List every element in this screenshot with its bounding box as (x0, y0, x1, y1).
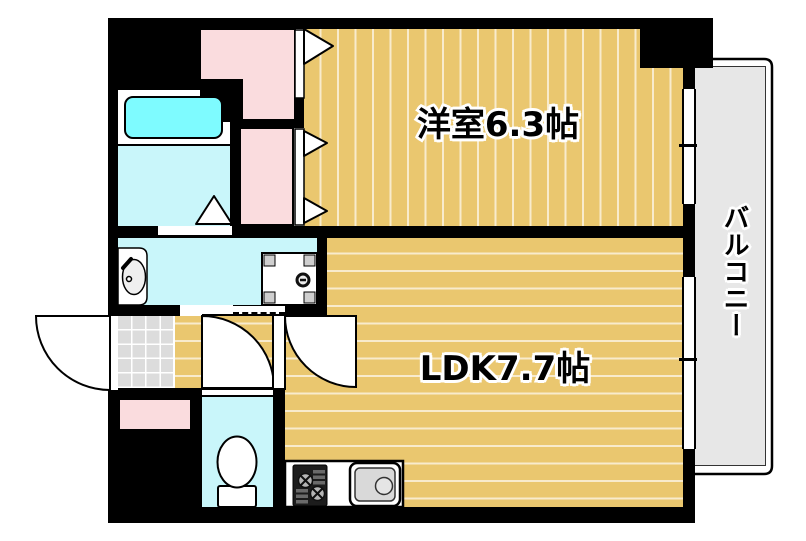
closet-lower (239, 127, 328, 226)
washroom-door-opening (180, 305, 233, 316)
window-1-rail-tick (679, 144, 697, 147)
wall-right-3 (683, 449, 695, 523)
wall-topleft-block (108, 18, 200, 90)
wash-basin (117, 247, 148, 306)
wall-left-upper (108, 18, 118, 316)
ldk-opening-dashed-line (233, 306, 285, 314)
ldk-door-leaf (272, 314, 286, 390)
bath-door-triangle (195, 195, 233, 225)
gas-stove (292, 464, 328, 507)
wall-right-2 (683, 204, 695, 278)
wall-topright-block (640, 18, 713, 68)
closet-door-triangle-3 (303, 197, 328, 224)
window-2-rail-tick (679, 358, 697, 361)
wall-toilet-left (190, 388, 202, 507)
wall-washroom-right (317, 237, 327, 316)
closet-upper (199, 28, 334, 121)
wall-right-1 (683, 68, 695, 90)
washing-machine-pan (261, 252, 318, 306)
bathtub (124, 96, 223, 139)
toilet-door-swing (201, 314, 276, 389)
wall-bottom (108, 507, 695, 523)
wall-mid-divider (108, 226, 695, 238)
sliding-window-2 (682, 277, 696, 449)
kitchen-sink (348, 461, 402, 508)
room-label-yoshitsu: 洋室6.3帖 (414, 104, 581, 147)
room-label-ldk: LDK7.7帖 (417, 348, 592, 391)
sink-drain (374, 476, 394, 496)
room-label-balcony: バルコニー (717, 202, 751, 341)
bath-door-threshold (158, 226, 232, 235)
genkan-tile (118, 316, 175, 388)
balcony-railing (694, 57, 774, 476)
closet-door-triangle-1 (303, 28, 334, 65)
wall-closet-divider (240, 120, 304, 128)
entrance-door-swing (34, 315, 111, 392)
wall-closet-door-mid (294, 98, 304, 128)
closet-door-triangle-2 (303, 130, 328, 157)
room-yoshitsu-floor (304, 29, 683, 226)
basin-faucet (121, 257, 133, 270)
wall-toilet-right (273, 388, 285, 507)
shoe-cabinet (118, 398, 192, 431)
toilet (216, 435, 258, 508)
wall-top (108, 18, 713, 29)
ldk-door-swing (283, 315, 357, 389)
